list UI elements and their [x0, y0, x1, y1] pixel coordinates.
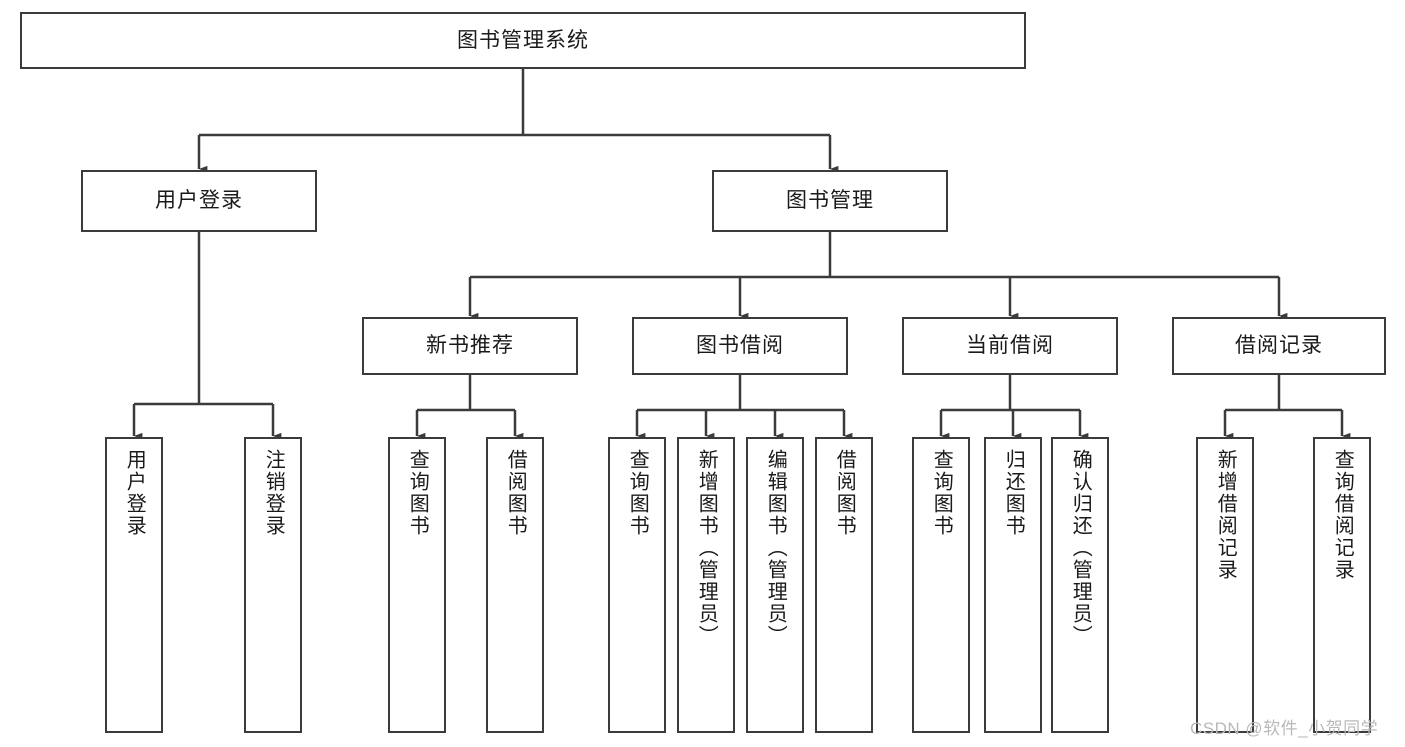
- node-label-login: 用户登录: [155, 189, 243, 213]
- node-label-records: 借阅记录: [1235, 334, 1323, 358]
- node-root[interactable]: 图书管理系统: [20, 12, 1026, 69]
- node-label-leaf-cu-return: 归还图书: [1002, 449, 1025, 537]
- node-current[interactable]: 当前借阅: [902, 317, 1118, 375]
- node-borrow[interactable]: 图书借阅: [632, 317, 848, 375]
- node-label-leaf-bw-borrow: 借阅图书: [833, 449, 856, 537]
- node-records[interactable]: 借阅记录: [1172, 317, 1386, 375]
- node-label-current: 当前借阅: [966, 334, 1054, 358]
- node-label-leaf-cu-confirm: 确认归还（管理员）: [1069, 449, 1092, 647]
- node-leaf-cu-confirm[interactable]: 确认归还（管理员）: [1051, 437, 1109, 733]
- node-leaf-nb-query[interactable]: 查询图书: [388, 437, 446, 733]
- node-label-borrow: 图书借阅: [696, 334, 784, 358]
- node-leaf-bw-borrow[interactable]: 借阅图书: [815, 437, 873, 733]
- node-label-leaf-nb-query: 查询图书: [406, 449, 429, 537]
- node-leaf-rc-add[interactable]: 新增借阅记录: [1196, 437, 1254, 733]
- node-label-leaf-rc-add: 新增借阅记录: [1214, 449, 1237, 581]
- node-leaf-rc-query[interactable]: 查询借阅记录: [1313, 437, 1371, 733]
- node-newbook[interactable]: 新书推荐: [362, 317, 578, 375]
- node-leaf-user-login[interactable]: 用户登录: [105, 437, 163, 733]
- node-label-leaf-nb-borrow: 借阅图书: [504, 449, 527, 537]
- node-label-newbook: 新书推荐: [426, 334, 514, 358]
- node-label-leaf-rc-query: 查询借阅记录: [1331, 449, 1354, 581]
- node-bookmgmt[interactable]: 图书管理: [712, 170, 948, 232]
- node-leaf-bw-query[interactable]: 查询图书: [608, 437, 666, 733]
- node-label-leaf-user-login: 用户登录: [123, 449, 146, 537]
- node-leaf-cu-query[interactable]: 查询图书: [912, 437, 970, 733]
- node-leaf-bw-add[interactable]: 新增图书（管理员）: [677, 437, 735, 733]
- node-label-root: 图书管理系统: [457, 28, 589, 52]
- node-label-leaf-cu-query: 查询图书: [930, 449, 953, 537]
- node-label-bookmgmt: 图书管理: [786, 189, 874, 213]
- node-label-leaf-user-logout: 注销登录: [262, 449, 285, 537]
- node-label-leaf-bw-edit: 编辑图书（管理员）: [764, 449, 787, 647]
- watermark-label: CSDN @软件_小贺同学: [1190, 719, 1379, 738]
- node-label-leaf-bw-query: 查询图书: [626, 449, 649, 537]
- node-login[interactable]: 用户登录: [81, 170, 317, 232]
- node-label-leaf-bw-add: 新增图书（管理员）: [695, 449, 718, 647]
- node-leaf-user-logout[interactable]: 注销登录: [244, 437, 302, 733]
- node-leaf-bw-edit[interactable]: 编辑图书（管理员）: [746, 437, 804, 733]
- node-leaf-cu-return[interactable]: 归还图书: [984, 437, 1042, 733]
- node-leaf-nb-borrow[interactable]: 借阅图书: [486, 437, 544, 733]
- edge-group: [132, 69, 1351, 440]
